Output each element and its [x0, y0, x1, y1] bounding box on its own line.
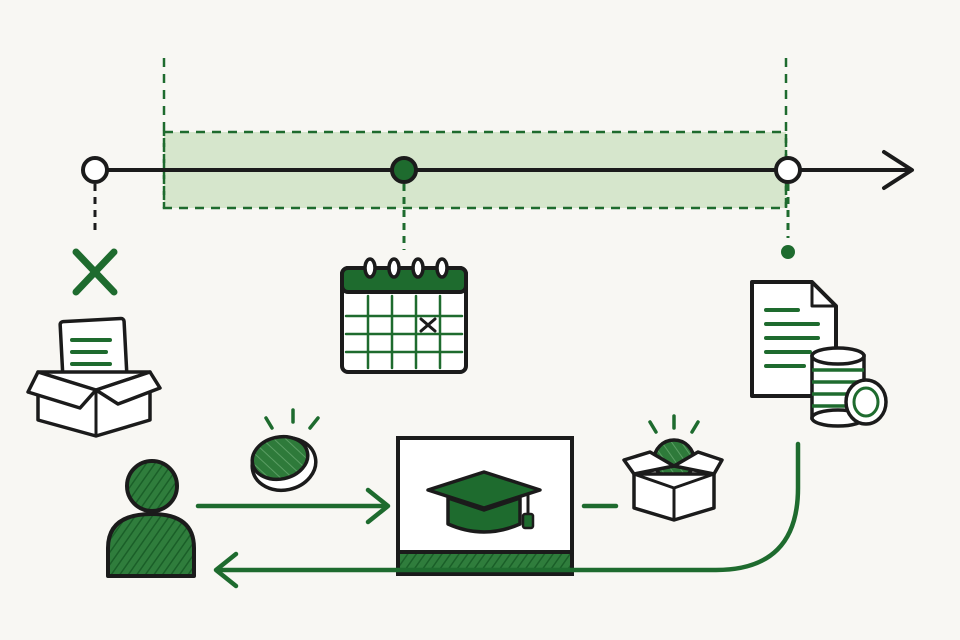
- coin-icon: [250, 408, 320, 493]
- calendar-mark-icon: [419, 317, 437, 333]
- cross-icon: [72, 248, 118, 296]
- calendar-icon: [340, 257, 468, 374]
- end-connector-dot: [781, 245, 795, 259]
- document-box-icon: [26, 316, 162, 438]
- eligibility-window: [162, 58, 788, 210]
- graduation-screen-icon: [396, 436, 574, 576]
- milestone-start: [81, 156, 109, 184]
- milestone-end: [774, 156, 802, 184]
- refund-arrow: [213, 441, 801, 589]
- coin-box-icon: [622, 414, 724, 522]
- payment-arrow: [195, 487, 391, 525]
- person-icon: [106, 459, 196, 578]
- arrow-head-icon: [882, 150, 914, 190]
- timeline-axis: [81, 150, 914, 190]
- coin-stack-icon: [810, 346, 888, 428]
- milestone-middle: [390, 156, 418, 184]
